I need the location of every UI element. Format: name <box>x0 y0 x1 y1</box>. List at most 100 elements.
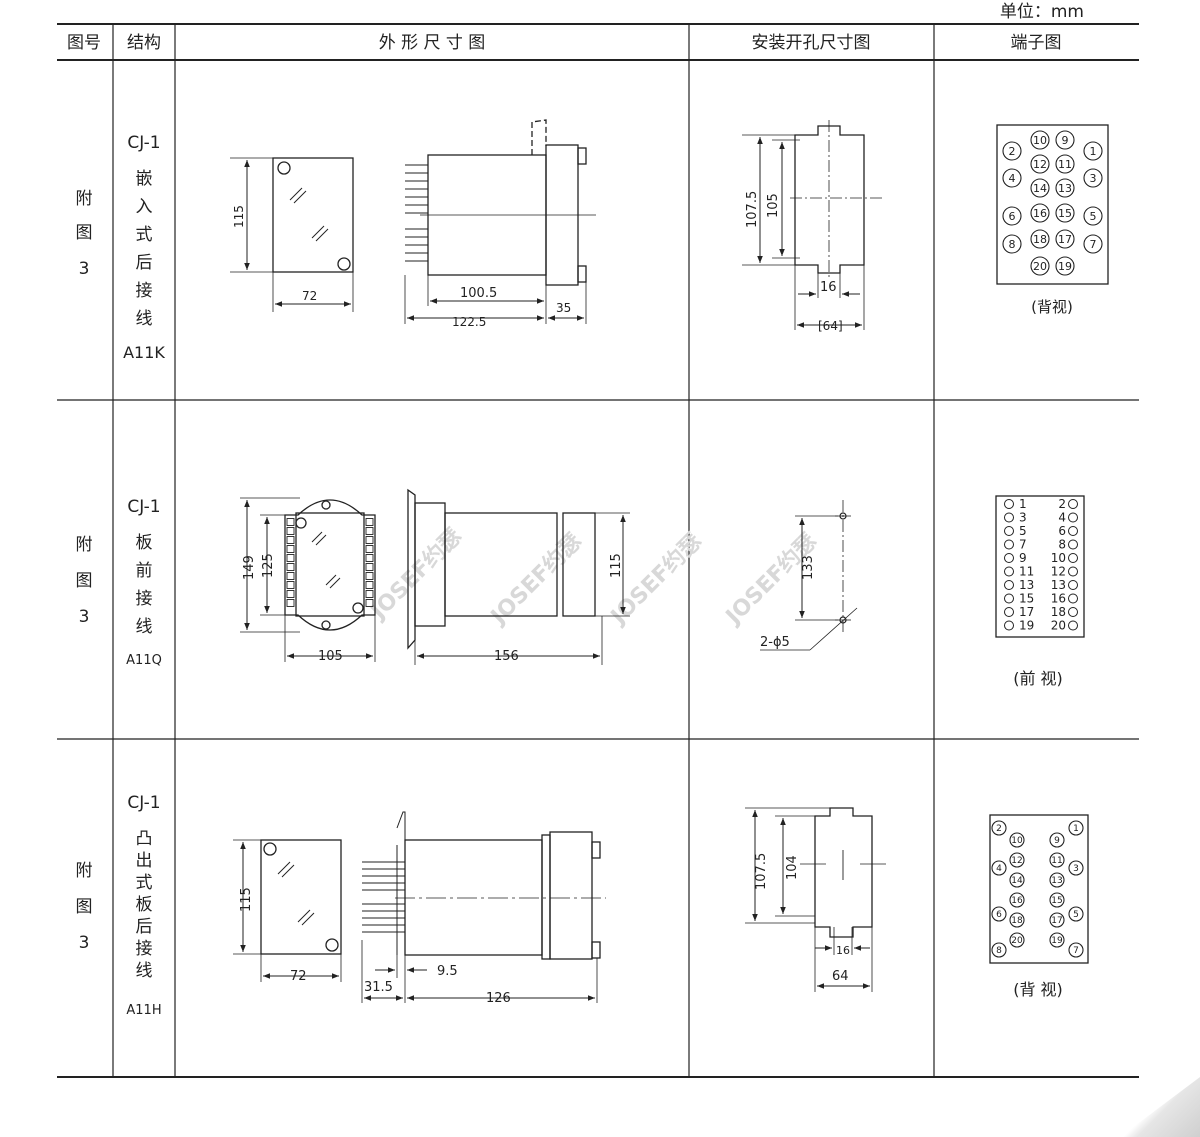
row-2-dim-inner-h: 125 <box>261 553 276 578</box>
terminal-circle <box>1030 229 1050 249</box>
terminal-circle <box>1049 832 1065 848</box>
terminal-label: 7 <box>1073 946 1079 956</box>
terminal-label: 8 <box>1009 238 1016 251</box>
pin-left <box>286 572 295 580</box>
terminal-label: 4 <box>1009 172 1016 185</box>
terminal-label: 6 <box>1009 210 1016 223</box>
row-3-structure-char: 后 <box>136 917 153 937</box>
pin-left <box>286 527 295 535</box>
header-structure: 结构 <box>127 33 161 53</box>
row-2-cutout <box>760 500 858 651</box>
terminal-circle <box>1068 620 1078 631</box>
row-1: 附 图 3 CJ-1 嵌 入 式 后 接 线 A11K 115 72 <box>76 119 1109 362</box>
row-2-structure-char: 接 <box>136 589 153 609</box>
terminal-label: 1 <box>1019 497 1027 511</box>
terminal-circle <box>1068 539 1078 550</box>
terminal-circle <box>1083 234 1103 254</box>
terminal-label: 11 <box>1051 856 1062 866</box>
row-1-side-view <box>404 119 596 324</box>
pin-left <box>286 599 295 607</box>
terminal-circle <box>1009 832 1025 848</box>
row-3-structure-char: 线 <box>136 961 153 981</box>
terminal-label: 4 <box>1058 511 1066 525</box>
pin-right <box>365 527 374 535</box>
row-3-side-view <box>361 811 606 1003</box>
row-3-structure-char: 出 <box>136 851 153 871</box>
pin-left <box>286 545 295 553</box>
row-3-cutout-gap: 16 <box>836 944 850 957</box>
terminal-circle <box>991 820 1007 836</box>
svg-text:JOSEF约瑟: JOSEF约瑟 <box>484 528 586 630</box>
row-2-model: CJ-1 <box>127 497 160 517</box>
terminal-label: 18 <box>1033 233 1047 246</box>
terminal-circle <box>1068 526 1078 536</box>
header-outline: 外 形 尺 寸 图 <box>379 33 486 53</box>
row-3-dim-width: 72 <box>290 969 307 984</box>
row-3-code: A11H <box>126 1003 161 1018</box>
row-1-cutout-gap: 16 <box>820 280 837 295</box>
terminal-label: 5 <box>1019 524 1027 538</box>
terminal-label: 7 <box>1090 238 1097 251</box>
terminal-circle <box>1049 912 1065 928</box>
terminal-label: 16 <box>1051 592 1066 606</box>
terminal-circle <box>991 942 1007 958</box>
terminal-circle <box>1004 512 1014 523</box>
terminal-label: 15 <box>1051 896 1062 906</box>
terminal-circle <box>1009 912 1025 928</box>
row-1-cutout-outer-h: 107.5 <box>745 191 760 228</box>
terminal-circle <box>1055 154 1075 174</box>
terminal-circle <box>1002 168 1022 188</box>
row-2-figure-1: 附 <box>76 535 93 555</box>
row-2-structure-char: 前 <box>136 561 153 581</box>
pin-right <box>365 518 374 526</box>
row-1-structure-char: 后 <box>136 253 153 273</box>
terminal-circle <box>1009 852 1025 868</box>
row-2-dim-depth: 156 <box>494 649 519 664</box>
terminal-circle <box>1030 178 1050 198</box>
terminal-circle <box>1004 539 1014 550</box>
row-3-cutout-inner-h: 104 <box>785 855 800 880</box>
terminal-label: 12 <box>1051 565 1066 579</box>
row-2-dim-height: 149 <box>242 555 257 580</box>
terminal-circle <box>1049 852 1065 868</box>
row-1-dim-width: 72 <box>302 289 317 303</box>
row-1-structure-char: 嵌 <box>136 169 153 189</box>
terminal-circle <box>1004 607 1014 617</box>
terminal-label: 10 <box>1033 134 1047 147</box>
terminal-label: 6 <box>1058 524 1066 538</box>
row-3-structure-char: 式 <box>136 873 153 893</box>
terminal-circle <box>1049 892 1065 908</box>
terminal-label: 19 <box>1058 260 1072 273</box>
terminal-label: 8 <box>996 946 1002 956</box>
header-cutout: 安装开孔尺寸图 <box>752 33 871 53</box>
row-2-front-pins <box>286 518 374 607</box>
row-2-terminal-block <box>995 495 1085 638</box>
row-1-dim-overall: 122.5 <box>452 315 486 329</box>
row-1-structure-char: 入 <box>136 197 153 217</box>
terminal-circle <box>1055 178 1075 198</box>
terminal-label: 18 <box>1011 916 1023 926</box>
terminal-label: 10 <box>1051 551 1066 565</box>
terminal-label: 8 <box>1058 538 1066 552</box>
row-3-figure-1: 附 <box>76 861 93 881</box>
row-1-structure-char: 线 <box>136 309 153 329</box>
pin-right <box>365 590 374 598</box>
pin-left <box>286 554 295 562</box>
pin-right <box>365 536 374 544</box>
row-1-cutout <box>742 120 884 330</box>
terminal-circle <box>1002 234 1022 254</box>
terminal-label: 14 <box>1011 876 1023 886</box>
terminal-label: 18 <box>1051 605 1066 619</box>
row-2-structure-char: 板 <box>136 533 153 553</box>
terminal-circle <box>1083 168 1103 188</box>
terminal-circle <box>1030 203 1050 223</box>
pin-left <box>286 536 295 544</box>
terminal-label: 9 <box>1019 551 1027 565</box>
terminal-label: 2 <box>1009 145 1016 158</box>
terminal-label: 20 <box>1011 936 1023 946</box>
terminal-circle <box>991 906 1007 922</box>
row-3-cutout-outer-h: 107.5 <box>754 853 769 890</box>
terminal-label: 13 <box>1051 876 1062 886</box>
